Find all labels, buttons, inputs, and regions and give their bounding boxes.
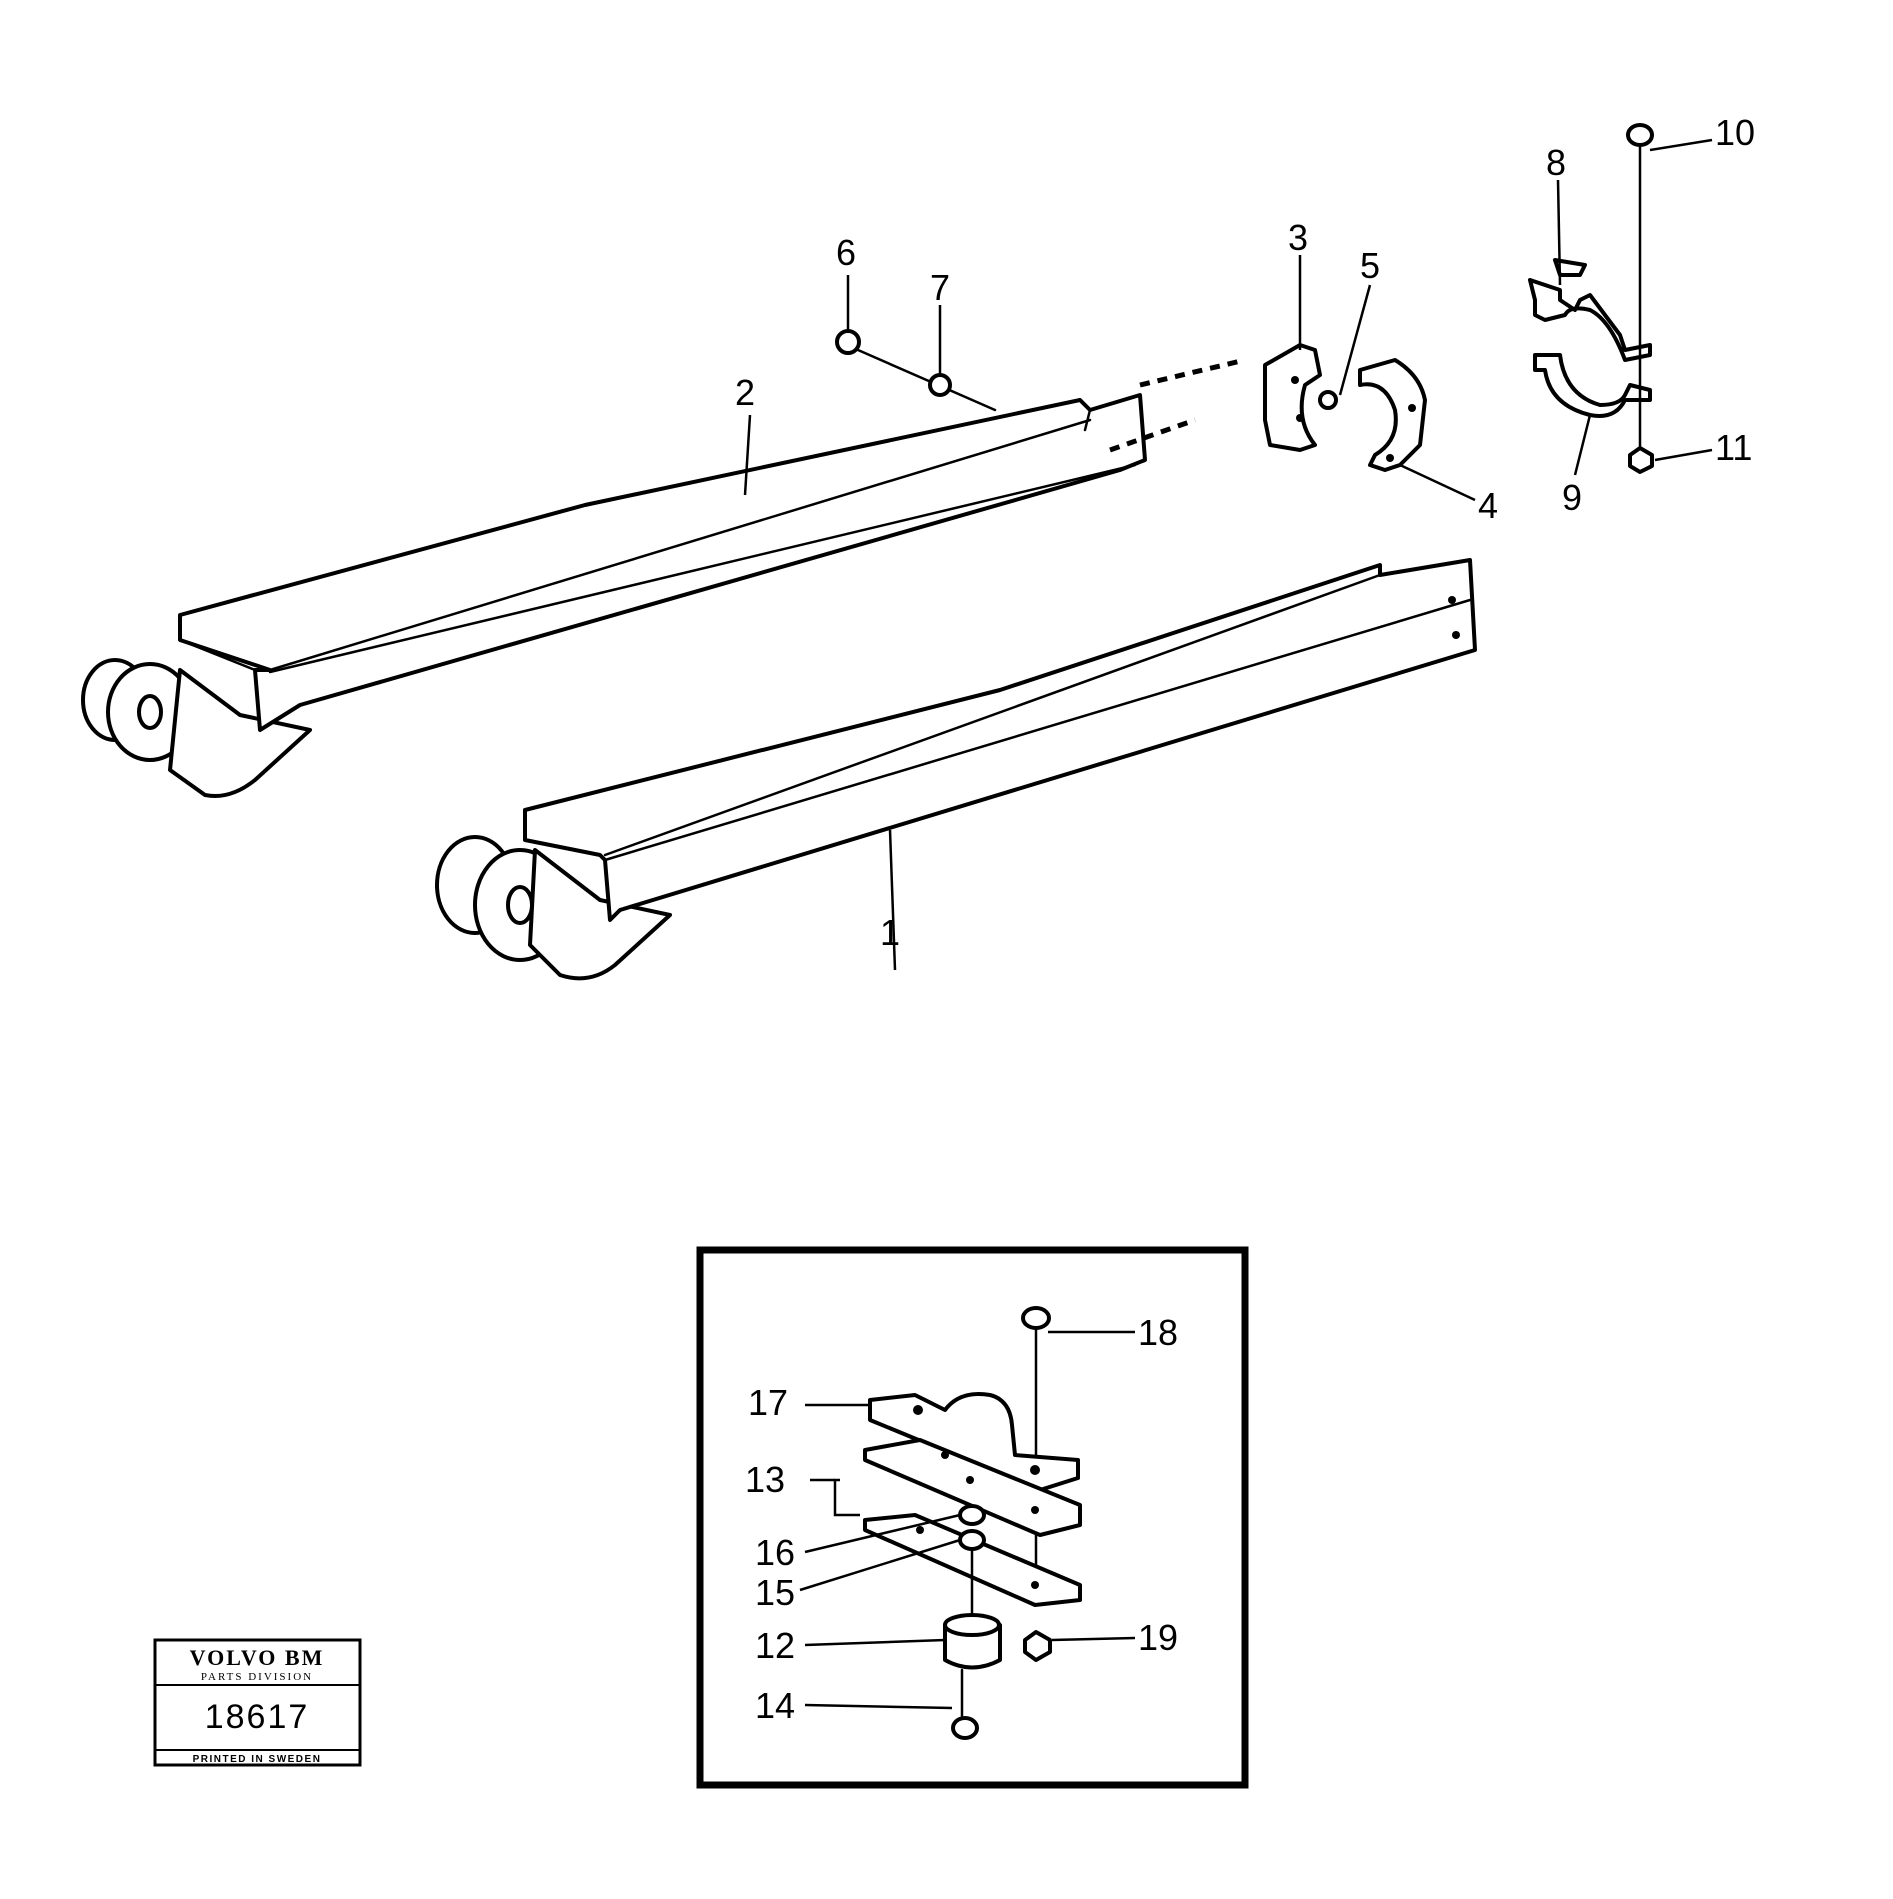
- callout-1: 1: [880, 912, 900, 953]
- callout-3: 3: [1288, 217, 1308, 258]
- callout-14: 14: [755, 1685, 795, 1726]
- screw-5: [1318, 390, 1338, 410]
- leader-lines-upper: [743, 138, 1713, 971]
- rubber-mount-12: [943, 1548, 1002, 1722]
- detail-inset: 18 17 13 16 15 12 19 14: [696, 1246, 1249, 1789]
- stamp-brand: VOLVO BM: [190, 1645, 325, 1670]
- callout-6: 6: [836, 232, 856, 273]
- clip-17: [868, 1392, 1080, 1492]
- washer-7: [928, 373, 952, 397]
- clamp-9: [1533, 353, 1652, 418]
- lift-arm-upper: [81, 393, 1147, 798]
- callout-7: 7: [930, 267, 950, 308]
- clamp-8: [1528, 258, 1652, 362]
- callout-4: 4: [1478, 485, 1498, 526]
- callout-17: 17: [748, 1382, 788, 1423]
- clamp-half-3: [1263, 343, 1322, 452]
- plate-13-upper: [863, 1438, 1082, 1537]
- callout-16: 16: [755, 1532, 795, 1573]
- screw-14: [951, 1716, 979, 1740]
- callout-2: 2: [735, 372, 755, 413]
- hose-dashed: [1109, 357, 1246, 453]
- clamp-half-4: [1358, 358, 1427, 472]
- callout-10: 10: [1715, 112, 1755, 153]
- callouts-upper: 1 2 3 4 5 6 7 8 9 10 11: [735, 112, 1755, 953]
- washer-15: [958, 1529, 986, 1551]
- callout-13: 13: [745, 1459, 785, 1500]
- volvo-bm-stamp: VOLVO BM PARTS DIVISION 18617 PRINTED IN…: [153, 1638, 362, 1767]
- washer-16: [958, 1504, 986, 1526]
- callout-19: 19: [1138, 1617, 1178, 1658]
- callout-8: 8: [1546, 142, 1566, 183]
- lift-arm-lower: [435, 558, 1477, 981]
- nut-19: [1023, 1630, 1052, 1662]
- nut-11: [1628, 446, 1654, 474]
- callout-15: 15: [755, 1572, 795, 1613]
- callout-11: 11: [1715, 427, 1752, 468]
- callout-5: 5: [1360, 245, 1380, 286]
- callout-12: 12: [755, 1625, 795, 1666]
- stamp-number: 18617: [205, 1698, 310, 1736]
- callout-18: 18: [1138, 1312, 1178, 1353]
- callout-9: 9: [1562, 477, 1582, 518]
- screw-10: [1626, 123, 1654, 457]
- stamp-printed: PRINTED IN SWEDEN: [193, 1754, 322, 1765]
- stamp-division: PARTS DIVISION: [201, 1671, 313, 1683]
- screw-6: [835, 329, 997, 412]
